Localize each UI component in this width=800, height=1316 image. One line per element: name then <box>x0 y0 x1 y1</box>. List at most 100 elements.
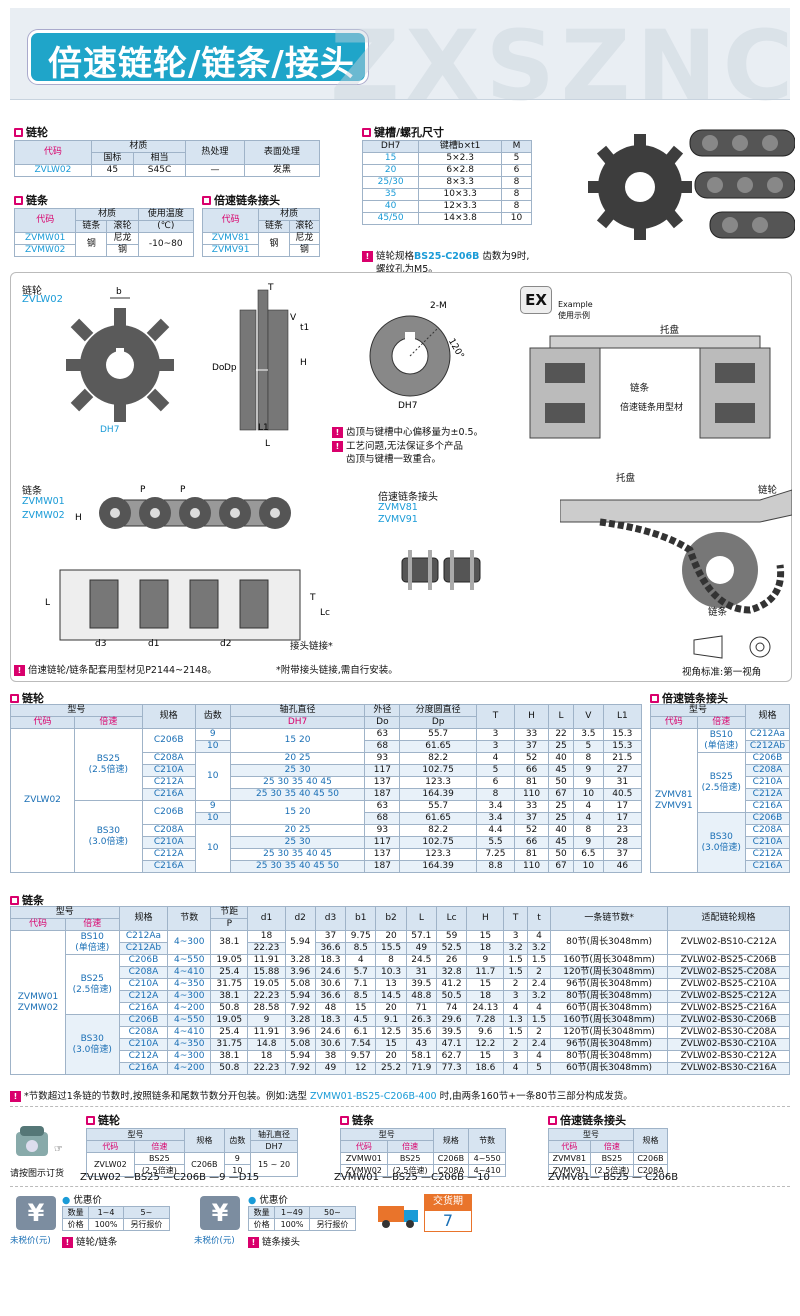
key: 12×3.3 <box>418 200 503 213</box>
m: 10 <box>501 212 532 225</box>
table-row: C212Ab <box>651 740 791 753</box>
table-cell: 26 <box>435 954 468 967</box>
page-title: 倍速链轮/链条/接头 <box>48 44 355 84</box>
svg-text:d2: d2 <box>220 639 231 649</box>
table-cell: 50.8 <box>210 1002 249 1015</box>
h: 倍速 <box>133 1140 186 1153</box>
table-cell: 38.1 <box>210 1050 249 1063</box>
h: 倍速 <box>386 1140 434 1153</box>
square-icon <box>202 195 211 205</box>
order-label: 请按图示订货 <box>10 1169 65 1179</box>
h-links: 节数 <box>167 906 212 931</box>
chain-label: 链条 <box>22 486 42 497</box>
table-cell: ZVLW02-BS10-C212A <box>666 930 791 955</box>
table-cell: 5 <box>573 740 604 753</box>
table-cell: 15.88 <box>247 966 286 979</box>
table-cell: 12.2 <box>466 1038 505 1051</box>
table-cell: 3 <box>503 1050 528 1063</box>
view-symbol <box>693 635 771 659</box>
table-cell: 3.5 <box>573 728 604 741</box>
table-cell: 4 <box>503 1062 528 1075</box>
table-cell: 58.1 <box>405 1050 437 1063</box>
h-H: H <box>514 704 549 729</box>
svg-text:T: T <box>309 593 316 603</box>
table-cell: 49 <box>405 942 437 955</box>
table-cell: 4 <box>526 930 552 943</box>
speed-cell: BS25(2.5倍速) <box>696 752 746 813</box>
square-icon <box>362 127 371 137</box>
c: 数量 <box>61 1206 90 1219</box>
table-cell: 164.39 <box>399 860 477 873</box>
table-cell: C216A <box>141 788 196 801</box>
order-joint-heading: 倍速链条接头 <box>548 1112 626 1128</box>
table-cell: 15 <box>466 978 505 991</box>
joint-label: 倍速链条接头 <box>378 492 438 503</box>
table-cell: 2 <box>526 966 552 979</box>
spec-cell: C216A <box>744 860 791 873</box>
svg-text:L1: L1 <box>258 423 269 433</box>
table-cell: C216A <box>141 860 196 873</box>
table-cell: 4 <box>345 954 377 967</box>
h-b1: b1 <box>345 906 377 931</box>
h-speed: 倍速 <box>73 716 143 729</box>
h-L: L <box>405 906 437 931</box>
table-cell: 20 25 <box>229 752 366 765</box>
price-divider <box>10 1186 790 1187</box>
table-cell: 28 <box>602 836 643 849</box>
h-teeth: 齿数 <box>194 704 231 729</box>
h: 齿数 <box>223 1128 252 1153</box>
table-cell: 21.5 <box>602 752 643 765</box>
table-cell: 3.2 <box>526 942 552 955</box>
c: 另行报价 <box>308 1218 357 1231</box>
table-cell: 15 <box>466 1050 505 1063</box>
v: 10 <box>223 1164 252 1177</box>
h: DH7 <box>250 1140 298 1153</box>
product-photo <box>580 112 795 262</box>
h-key: 键槽b×t1 <box>418 140 503 153</box>
table-cell: C208A <box>141 752 196 765</box>
d: 20 <box>361 164 420 177</box>
chain-note: !*节数超过1条链的节数时,按照链条和尾数节数分开包装。例如:选型 ZVMW01… <box>10 1090 633 1103</box>
exclamation-icon: ! <box>332 441 343 452</box>
table-cell: 4~300 <box>167 1050 212 1063</box>
table-cell: 19.05 <box>247 978 286 991</box>
table-cell: 77.3 <box>435 1062 468 1075</box>
h-temp2: (℃) <box>137 220 195 233</box>
table-cell: 37 <box>514 812 549 825</box>
h-spec: 规格 <box>744 704 791 729</box>
heat: — <box>185 164 245 177</box>
table-cell: 18 <box>247 930 286 943</box>
table-cell: 25 <box>547 812 575 825</box>
table-cell: 187 <box>364 788 401 801</box>
table-cell: 25 30 35 40 45 <box>229 848 366 861</box>
table-cell: 5.08 <box>284 978 316 991</box>
table-cell: 24.13 <box>466 1002 505 1015</box>
key: 6×2.8 <box>418 164 503 177</box>
m: 6 <box>501 164 532 177</box>
temp: -10~80 <box>137 232 195 257</box>
table-cell: 7.25 <box>475 848 516 861</box>
table-cell: 2 <box>503 978 528 991</box>
table-cell: 9 <box>247 1014 286 1027</box>
section-title: 链轮 <box>26 126 48 139</box>
h-type: 型号 <box>10 704 143 717</box>
table-cell: 23 <box>602 824 643 837</box>
table-cell: 10 <box>194 752 231 801</box>
h-spec: 规格 <box>118 906 169 931</box>
exclamation-icon: ! <box>10 1091 21 1102</box>
order-divider <box>10 1106 790 1107</box>
h-t: t <box>526 906 552 931</box>
v: C208A <box>633 1164 668 1177</box>
table-cell: 45 <box>547 764 575 777</box>
table-cell: C206B <box>118 954 169 967</box>
table-cell: 6 <box>475 776 516 789</box>
table-cell: 32.8 <box>435 966 468 979</box>
table-cell: 4 <box>573 800 604 813</box>
h-P: P <box>210 918 249 931</box>
order-joint-example: ZVMV81— BS25 — C206B <box>548 1172 679 1183</box>
m: 8 <box>501 200 532 213</box>
